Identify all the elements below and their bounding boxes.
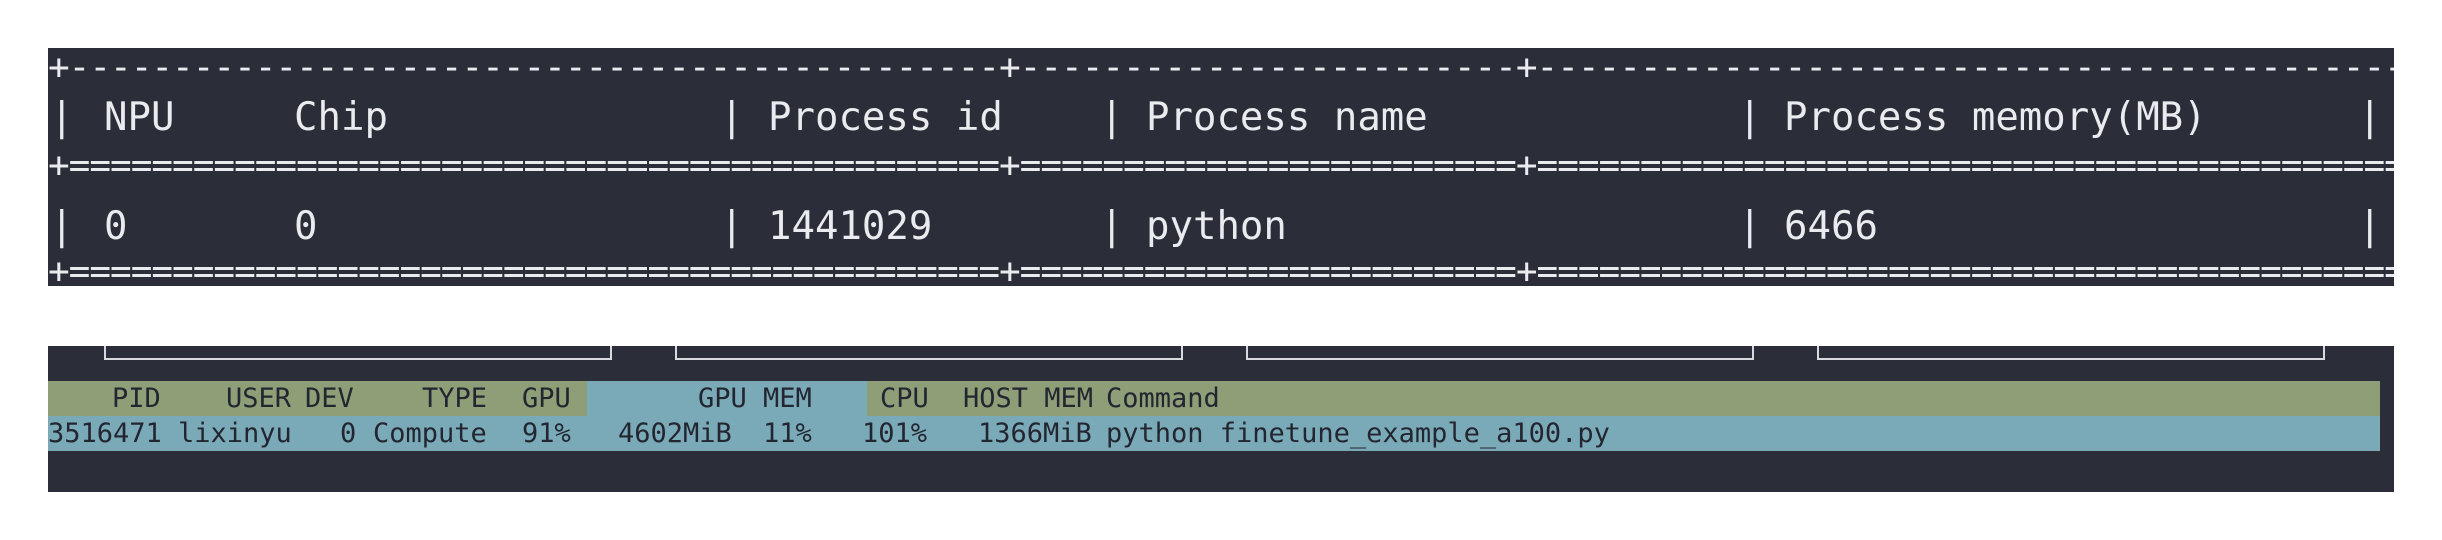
cell-process-name: python — [1146, 204, 1287, 249]
column-separator: | — [1738, 204, 1762, 249]
column-header-command[interactable]: Command — [1106, 383, 1220, 414]
column-header-process-name: Process name — [1146, 95, 1428, 140]
column-header-process-memory: Process memory(MB) — [1784, 95, 2207, 140]
column-separator: | — [2358, 95, 2382, 140]
nvtop-process-panel: PID USER DEV TYPE GPU GPU MEM CPU HOST M… — [48, 346, 2394, 492]
selected-process-row[interactable] — [48, 416, 2380, 451]
cell-gpu-usage: 91% — [522, 418, 571, 449]
process-row-values: 3516471 lixinyu 0 Compute 91% 4602MiB 11… — [48, 416, 1610, 451]
cell-user: lixinyu — [178, 418, 292, 449]
process-header-labels: PID USER DEV TYPE GPU GPU MEM CPU HOST M… — [48, 381, 1220, 416]
column-header-chip: Chip — [294, 95, 388, 140]
cell-process-id: 1441029 — [768, 204, 933, 249]
sorted-column-highlight — [587, 381, 867, 416]
cell-chip: 0 — [294, 204, 318, 249]
column-separator: | — [720, 95, 744, 140]
table-header-row: | NPU Chip | Process id | Process name |… — [48, 88, 2394, 148]
cell-process-memory: 6466 — [1784, 204, 1878, 249]
table-header-border: +=======================================… — [48, 146, 2394, 186]
gpu-meter-frame — [675, 346, 1183, 360]
column-header-gpu[interactable]: GPU — [522, 383, 571, 414]
cell-host-mem: 1366MiB — [978, 418, 1092, 449]
cell-gpu-mem-percent: 11% — [763, 418, 812, 449]
column-header-pid[interactable]: PID — [112, 383, 161, 414]
column-separator: | — [2358, 204, 2382, 249]
gpu-meter-frame — [1817, 346, 2325, 360]
column-header-process-id: Process id — [768, 95, 1003, 140]
column-header-npu: NPU — [104, 95, 175, 140]
column-header-gpu-mem[interactable]: GPU MEM — [698, 383, 812, 414]
cell-pid: 3516471 — [48, 418, 162, 449]
cell-type: Compute — [373, 418, 487, 449]
column-separator: | — [720, 204, 744, 249]
cell-npu: 0 — [104, 204, 128, 249]
process-list-header — [48, 381, 2380, 416]
column-header-cpu[interactable]: CPU — [880, 383, 929, 414]
column-header-user[interactable]: USER — [226, 383, 292, 414]
column-separator: | — [1100, 204, 1124, 249]
cell-command: python finetune_example_a100.py — [1106, 418, 1610, 449]
column-separator: | — [50, 95, 74, 140]
cell-cpu: 101% — [862, 418, 928, 449]
cell-gpu-mem: 4602MiB — [618, 418, 732, 449]
table-bottom-border: +=======================================… — [48, 252, 2394, 286]
table-row: | 0 0 | 1441029 | python | 6466 | — [48, 197, 2394, 257]
npu-smi-table: +---------------------------------------… — [48, 48, 2394, 286]
column-header-dev[interactable]: DEV — [305, 383, 354, 414]
column-header-type[interactable]: TYPE — [422, 383, 488, 414]
gpu-meter-frame — [1246, 346, 1754, 360]
column-separator: | — [1100, 95, 1124, 140]
column-header-host-mem[interactable]: HOST MEM — [963, 383, 1094, 414]
table-top-border: +---------------------------------------… — [48, 48, 2394, 88]
column-separator: | — [1738, 95, 1762, 140]
gpu-meter-frame — [104, 346, 612, 360]
cell-dev: 0 — [340, 418, 357, 449]
column-separator: | — [50, 204, 74, 249]
